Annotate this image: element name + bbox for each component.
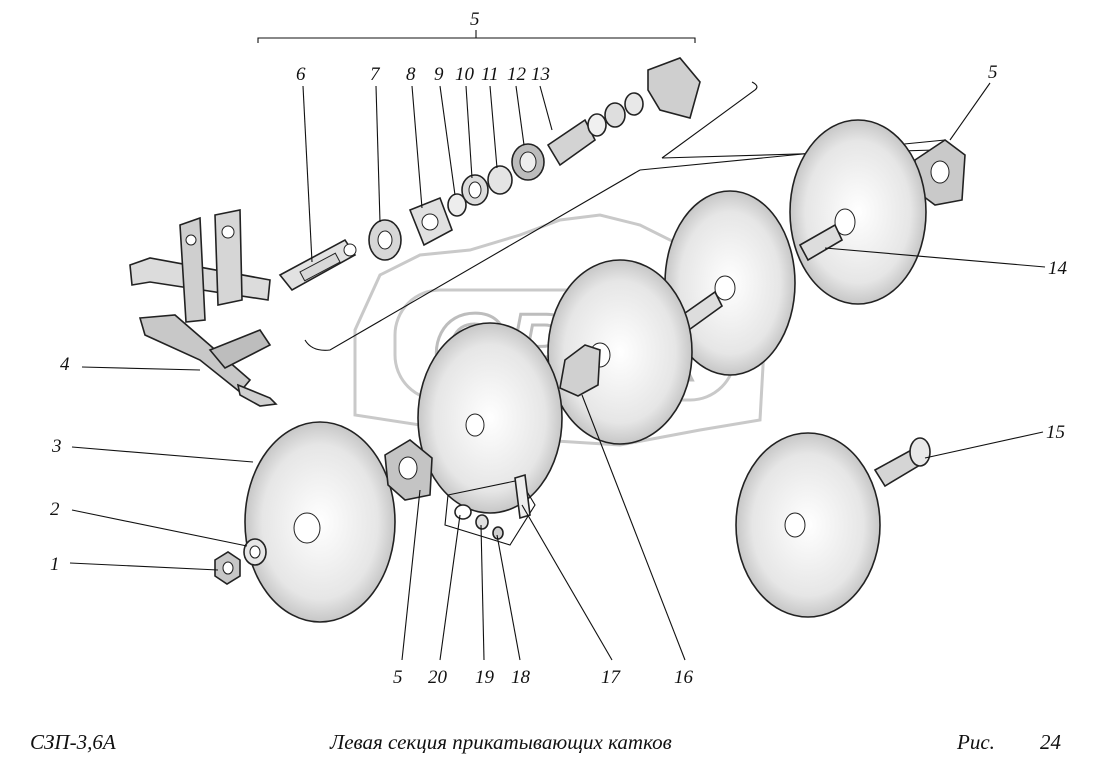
disc-center: [547, 259, 693, 445]
label-2: 2: [50, 499, 60, 520]
label-17: 17: [601, 667, 622, 688]
label-3: 3: [51, 436, 62, 457]
label-12: 12: [507, 64, 527, 85]
figure-title: Левая секция прикатывающих катков: [330, 730, 672, 754]
frame-bracket: [129, 209, 278, 407]
bolt-part: [278, 238, 357, 292]
assembly-bracket-5: 5: [257, 9, 696, 43]
label-13: 13: [531, 64, 550, 85]
label-11: 11: [481, 64, 499, 85]
label-6: 6: [296, 64, 306, 85]
disc-rear-right: [789, 119, 927, 305]
label-1: 1: [50, 554, 60, 575]
axle-part: [873, 437, 931, 488]
label-15: 15: [1046, 422, 1065, 443]
label-20: 20: [428, 667, 448, 688]
model-caption: СЗП-3,6А: [30, 730, 116, 754]
bearing-housing-right: [914, 139, 966, 206]
leader-lines: [69, 82, 1046, 661]
small-parts-group: [444, 473, 536, 546]
disc-left-center: [417, 322, 563, 514]
disc-front-right: [735, 432, 881, 618]
label-5-right: 5: [988, 62, 998, 83]
label-8: 8: [406, 64, 416, 85]
label-16: 16: [674, 667, 694, 688]
nut-washer: [214, 538, 267, 585]
label-5-group: 5: [470, 9, 480, 30]
flange-bearing-parts: [368, 196, 453, 261]
disc-mid-right: [664, 190, 796, 376]
label-18: 18: [511, 667, 531, 688]
figure-label: Рис.: [957, 730, 995, 754]
label-5-bottom: 5: [393, 667, 403, 688]
washers-rings: [447, 57, 701, 217]
label-19: 19: [475, 667, 495, 688]
part-labels: 1 2 3 4 5 6 7 8 9 10 11 12 13 14 15 5 20…: [50, 62, 1068, 688]
bearing-housing-bottom: [384, 439, 433, 501]
figure-number: 24: [1040, 730, 1061, 754]
label-10: 10: [455, 64, 475, 85]
label-9: 9: [434, 64, 444, 85]
label-7: 7: [370, 64, 381, 85]
label-14: 14: [1048, 258, 1068, 279]
disc-front-left: [244, 421, 396, 623]
label-4: 4: [60, 354, 70, 375]
